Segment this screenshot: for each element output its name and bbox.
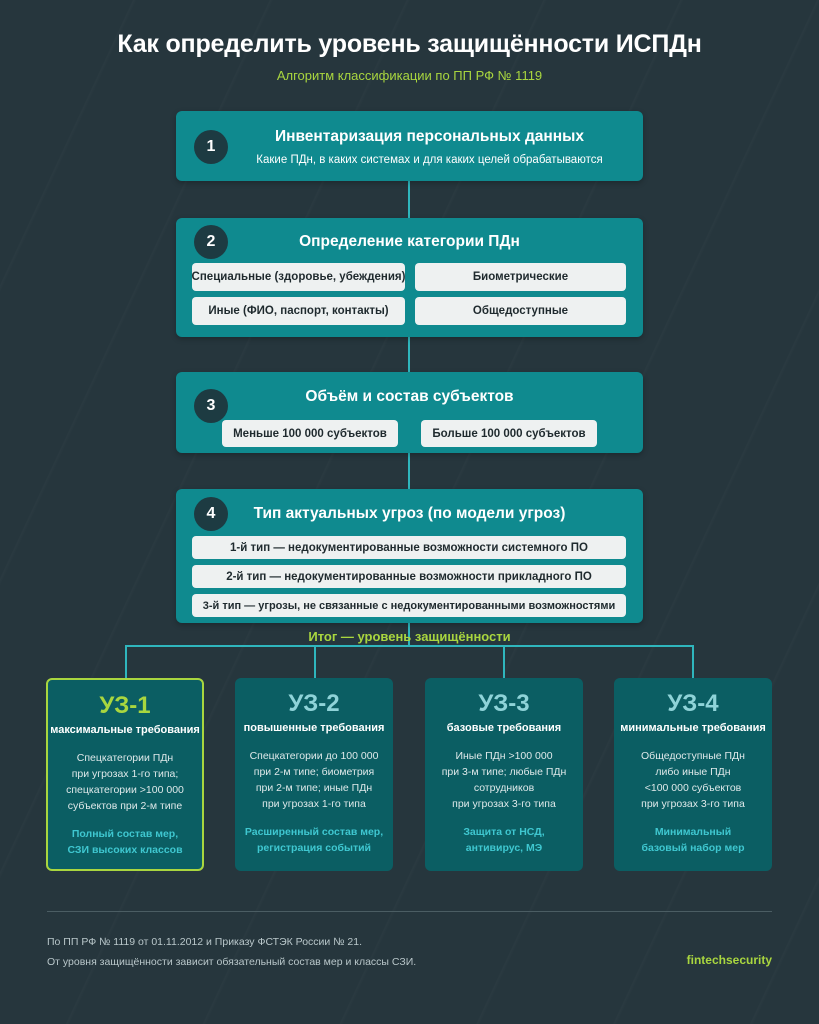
level-subtitle: повышенные требования [243, 722, 385, 734]
step-1-description: Какие ПДн, в каких системах и для каких … [256, 154, 603, 166]
level-box-uz4: УЗ-4 минимальные требования Общедоступны… [614, 678, 772, 871]
condition-line: спецкатегории >100 000 [66, 784, 184, 796]
level-measures: Полный состав мер, СЗИ высоких классов [54, 826, 196, 858]
level-conditions: Общедоступные ПДн либо иные ПДн <100 000… [620, 748, 766, 812]
result-label: Итог — уровень защищённости [308, 629, 511, 644]
level-code: УЗ-4 [667, 690, 719, 717]
step-3-box: 3 Объём и состав субъектов Меньше 100 00… [176, 372, 643, 453]
connector-step2-step3 [408, 337, 410, 372]
condition-line: при угрозах 3-го типа [452, 798, 556, 810]
step-2-number: 2 [194, 225, 228, 259]
measure-line: Минимальный [654, 826, 732, 838]
connector-level-4 [692, 645, 694, 678]
condition-line: Спецкатегории до 100 000 [249, 750, 379, 762]
step-1-number: 1 [194, 130, 228, 164]
condition-line: при угрозах 1-го типа [262, 798, 366, 810]
threat-chip-type-3: 3-й тип — угрозы, не связанные с недокум… [192, 594, 626, 617]
connector-step1-step2 [408, 181, 410, 218]
connector-level-3 [503, 645, 505, 678]
connector-step4-result [408, 623, 410, 646]
connector-step3-step4 [408, 453, 410, 489]
page-title: Как определить уровень защищённости ИСПД… [117, 30, 702, 58]
connector-level-1 [125, 645, 127, 678]
measure-line: антивирус, МЭ [465, 842, 543, 854]
step-4-box: 4 Тип актуальных угроз (по модели угроз)… [176, 489, 643, 623]
step-1-box: 1 Инвентаризация персональных данных Как… [176, 111, 643, 181]
category-chip-biometric: Биометрические [415, 263, 626, 291]
level-measures: Расширенный состав мер, регистрация собы… [241, 824, 387, 856]
step-2-title: Определение категории ПДн [299, 233, 520, 250]
condition-line: <100 000 субъектов [644, 782, 742, 794]
level-conditions: Спецкатегории до 100 000 при 2-м типе; б… [241, 748, 387, 812]
level-measures: Защита от НСД, антивирус, МЭ [431, 824, 577, 856]
measure-line: регистрация событий [256, 842, 372, 854]
measure-line: СЗИ высоких классов [67, 844, 183, 856]
condition-line: Общедоступные ПДн [641, 750, 745, 762]
category-chip-other: Иные (ФИО, паспорт, контакты) [192, 297, 405, 325]
connector-level-2 [314, 645, 316, 678]
category-chip-public: Общедоступные [415, 297, 626, 325]
condition-line: при 3-м типе; любые ПДн [441, 766, 567, 778]
level-conditions: Иные ПДн >100 000 при 3-м типе; любые ПД… [431, 748, 577, 812]
threat-chip-type-2: 2-й тип — недокументированные возможност… [192, 565, 626, 588]
footer-note-source: По ПП РФ № 1119 от 01.11.2012 и Приказу … [47, 936, 362, 948]
category-chip-special: Специальные (здоровье, убеждения) [192, 263, 405, 291]
page-subtitle: Алгоритм классификации по ПП РФ № 1119 [276, 68, 543, 83]
level-subtitle: максимальные требования [50, 724, 200, 736]
step-3-number: 3 [194, 389, 228, 423]
step-4-number: 4 [194, 497, 228, 531]
measure-line: Защита от НСД, [463, 826, 545, 838]
condition-line: при 2-м типе; биометрия [253, 766, 375, 778]
condition-line: сотрудников [473, 782, 535, 794]
level-subtitle: минимальные требования [620, 722, 766, 734]
measure-line: Расширенный состав мер, [244, 826, 384, 838]
level-code: УЗ-1 [99, 692, 151, 719]
step-2-box: 2 Определение категории ПДн Специальные … [176, 218, 643, 337]
volume-chip-more: Больше 100 000 субъектов [421, 420, 597, 447]
condition-line: Спецкатегории ПДн [76, 752, 174, 764]
footer-note-consequence: От уровня защищённости зависит обязатель… [47, 956, 417, 968]
level-box-uz3: УЗ-3 базовые требования Иные ПДн >100 00… [425, 678, 583, 871]
level-subtitle: базовые требования [446, 722, 562, 734]
level-measures: Минимальный базовый набор мер [620, 824, 766, 856]
step-3-title: Объём и состав субъектов [305, 388, 514, 405]
condition-line: при угрозах 1-го типа; [71, 768, 179, 780]
level-box-uz2: УЗ-2 повышенные требования Спецкатегории… [235, 678, 393, 871]
connector-levels-bus [125, 645, 693, 647]
footer-divider [47, 911, 772, 912]
level-code: УЗ-3 [478, 690, 530, 717]
condition-line: либо иные ПДн [655, 766, 731, 778]
level-box-uz1: УЗ-1 максимальные требования Спецкатегор… [46, 678, 204, 871]
step-4-title: Тип актуальных угроз (по модели угроз) [253, 505, 566, 522]
condition-line: при 2-м типе; иные ПДн [255, 782, 373, 794]
threat-chip-type-1: 1-й тип — недокументированные возможност… [192, 536, 626, 559]
measure-line: Полный состав мер, [71, 828, 179, 840]
level-code: УЗ-2 [288, 690, 340, 717]
brand-logo: fintechsecurity [686, 953, 772, 967]
condition-line: субъектов при 2-м типе [67, 800, 183, 812]
condition-line: Иные ПДн >100 000 [455, 750, 553, 762]
measure-line: базовый набор мер [641, 842, 745, 854]
level-conditions: Спецкатегории ПДн при угрозах 1-го типа;… [54, 750, 196, 814]
volume-chip-less: Меньше 100 000 субъектов [222, 420, 398, 447]
step-1-title: Инвентаризация персональных данных [274, 128, 584, 145]
condition-line: при угрозах 3-го типа [641, 798, 745, 810]
